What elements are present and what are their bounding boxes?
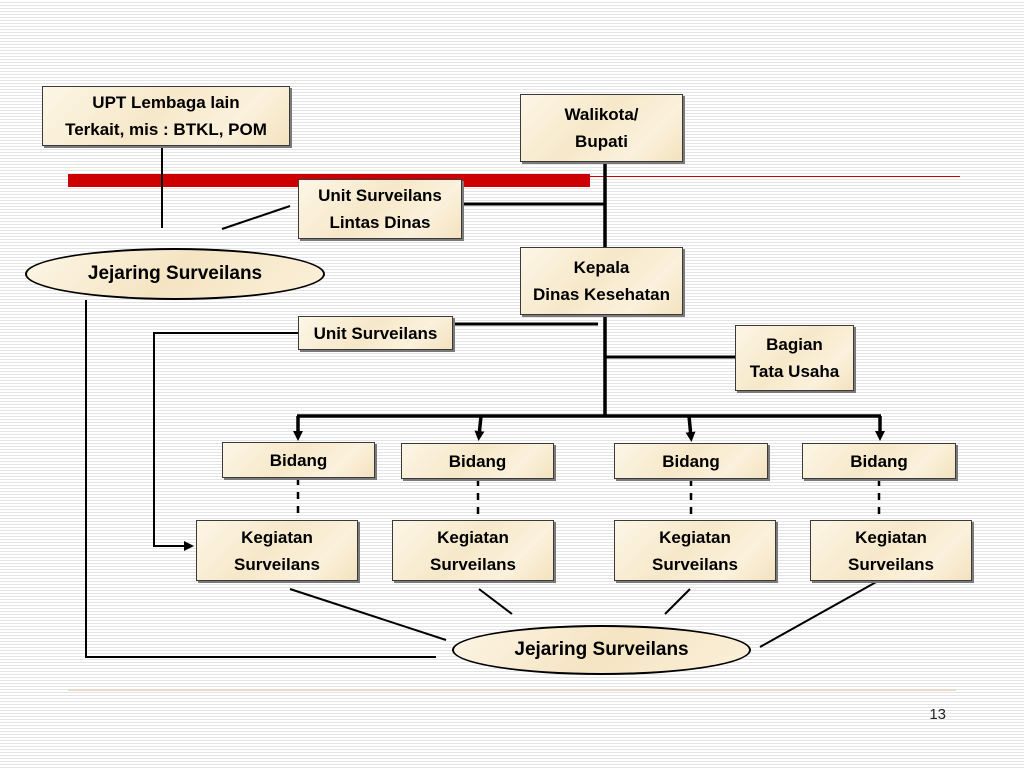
jejaring-bottom-label: Jejaring Surveilans bbox=[514, 639, 689, 660]
jejaring-surveilans-ellipse-top: Jejaring Surveilans bbox=[25, 248, 325, 300]
kegiatan-2-line-1: Kegiatan bbox=[437, 527, 509, 547]
bidang-label-4: Bidang bbox=[850, 451, 908, 471]
kegiatan-link-2 bbox=[478, 588, 513, 615]
kegiatan-4-line-2: Surveilans bbox=[848, 554, 934, 574]
bidang-box-4: Bidang bbox=[802, 443, 956, 479]
kepala-line-2: Dinas Kesehatan bbox=[533, 285, 670, 304]
kepala-line-1: Kepala bbox=[573, 258, 630, 277]
unit-to-kegiatan-arrow bbox=[153, 332, 298, 551]
bagian-line-1: Bagian bbox=[766, 335, 823, 354]
unit-lintas-line-1: Unit Surveilans bbox=[318, 186, 442, 205]
jejaring-top-label: Jejaring Surveilans bbox=[87, 263, 263, 284]
kegiatan-3-line-2: Surveilans bbox=[652, 554, 738, 574]
lintas-diagonal bbox=[221, 205, 291, 230]
jejaring-loop bbox=[85, 300, 436, 658]
kegiatan-link-4 bbox=[759, 580, 879, 648]
kegiatan-1-line-2: Surveilans bbox=[234, 554, 320, 574]
jejaring-surveilans-ellipse-bottom: Jejaring Surveilans bbox=[452, 625, 751, 675]
bidang-label-3: Bidang bbox=[662, 451, 720, 471]
kegiatan-3-line-1: Kegiatan bbox=[659, 527, 731, 547]
bidang-box-1: Bidang bbox=[222, 442, 375, 478]
bagian-line-2: Tata Usaha bbox=[749, 362, 840, 381]
drop-bidang-2 bbox=[474, 415, 485, 441]
kegiatan-1-line-1: Kegiatan bbox=[241, 527, 313, 547]
walikota-box: Walikota/Bupati bbox=[520, 94, 683, 162]
kegiatan-link-1 bbox=[289, 588, 447, 641]
walikota-line-2: Bupati bbox=[575, 132, 628, 151]
red-accent-line bbox=[590, 176, 960, 177]
walikota-line-1: Walikota/ bbox=[564, 105, 639, 124]
kegiatan-2-line-2: Surveilans bbox=[430, 554, 516, 574]
bidang-label-1: Bidang bbox=[269, 450, 328, 470]
unit-lintas-line-2: Lintas Dinas bbox=[329, 213, 431, 232]
unit-surveilans-label: Unit Surveilans bbox=[313, 323, 438, 343]
kegiatan-link-3 bbox=[664, 588, 691, 615]
bidang-label-2: Bidang bbox=[448, 451, 507, 471]
bidang-box-2: Bidang bbox=[401, 443, 554, 479]
drop-bidang-3 bbox=[685, 415, 696, 442]
kegiatan-4-line-1: Kegiatan bbox=[855, 527, 927, 547]
bidang-box-3: Bidang bbox=[614, 443, 768, 479]
unit-surveilans-box: Unit Surveilans bbox=[298, 316, 453, 350]
page-number: 13 bbox=[929, 706, 946, 723]
upt-line-2: Terkait, mis : BTKL, POM bbox=[65, 120, 267, 139]
upt-line-1: UPT Lembaga lain bbox=[92, 93, 240, 112]
footer-divider bbox=[68, 689, 956, 691]
